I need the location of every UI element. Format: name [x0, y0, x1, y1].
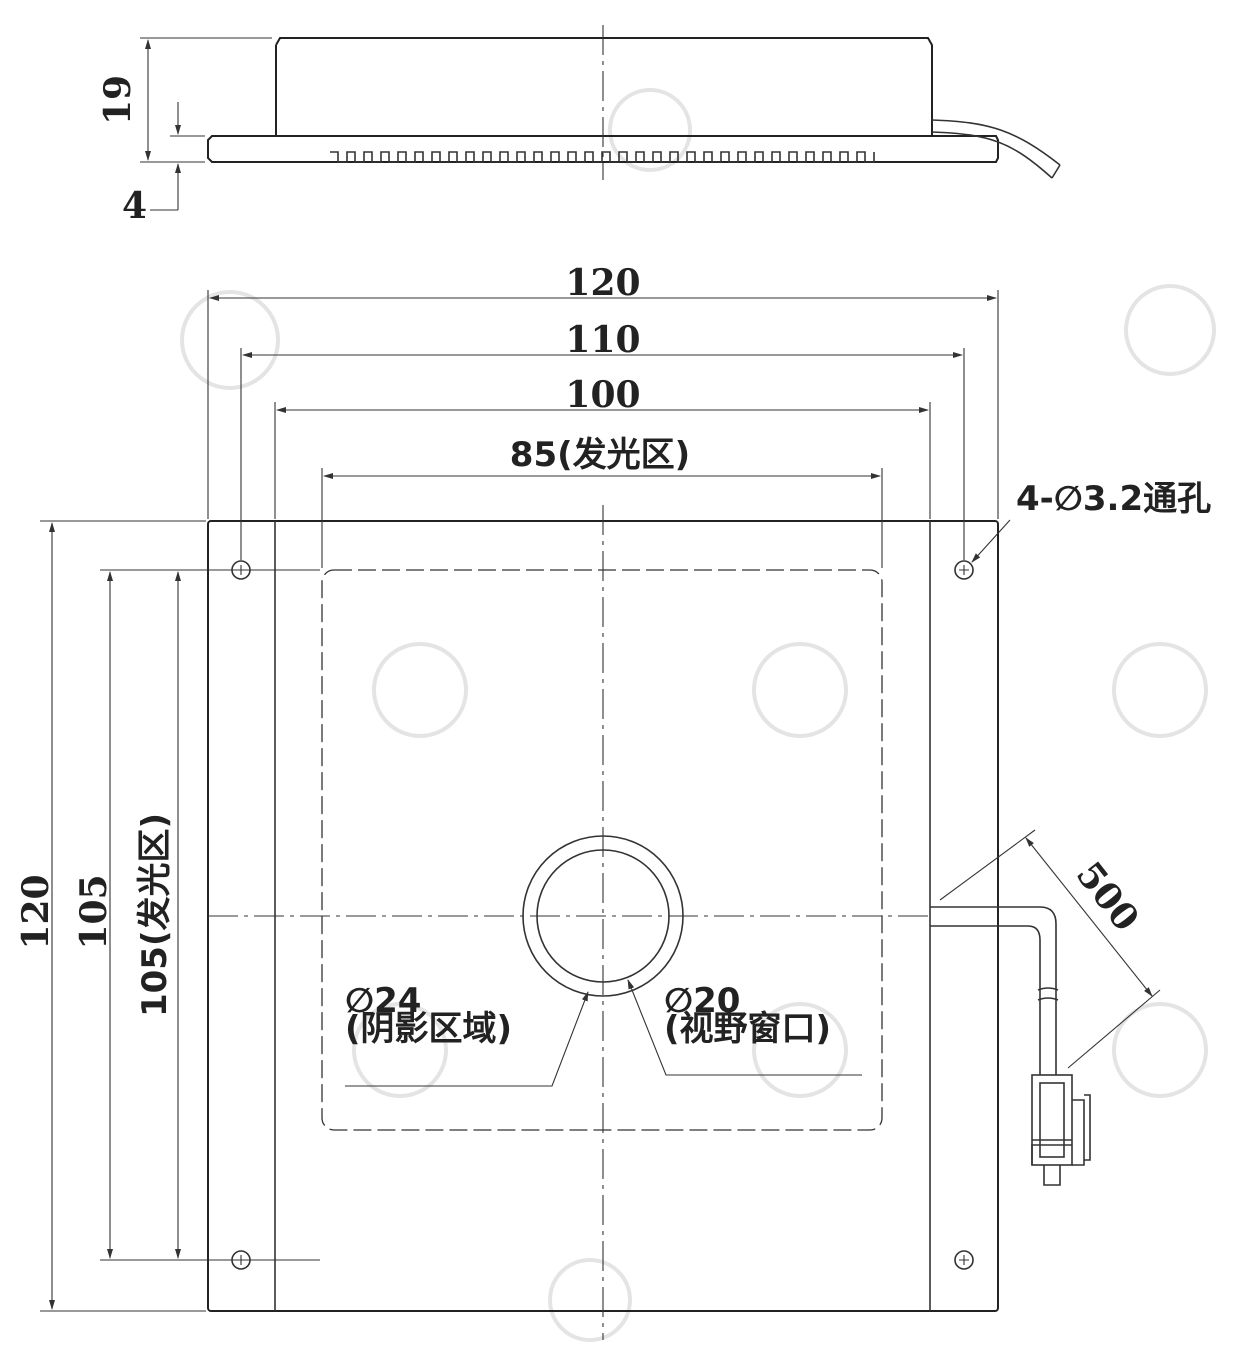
dim-width-body: 100: [565, 374, 640, 416]
shadow-area-label: (阴影区域): [345, 1009, 512, 1049]
top-view: 120 110 100 85(发光区) 120 105 105: [15, 262, 1211, 1340]
shadow-circle: [522, 835, 684, 997]
side-flange-label: 4: [122, 185, 147, 227]
side-cable: [931, 119, 1061, 179]
hole-label: 4-∅3.2通孔: [1016, 479, 1211, 519]
side-view: 19 4: [97, 25, 1061, 227]
shadow-callout: ∅24 (阴影区域): [345, 981, 589, 1087]
cable-length-dim: 500: [939, 829, 1161, 1069]
horizontal-dimensions: 120 110 100 85(发光区): [207, 262, 999, 568]
dim-width-outer: 120: [565, 262, 640, 304]
dim-height-outer: 120: [15, 874, 57, 949]
shadow-diameter-label: ∅24: [345, 981, 421, 1021]
hole-callout: 4-∅3.2通孔: [971, 479, 1211, 563]
side-teeth: [330, 151, 875, 163]
side-height-label: 19: [97, 75, 139, 125]
side-flange: [207, 135, 999, 163]
dim-height-emit: 105(发光区): [135, 813, 175, 1017]
cable-length-label: 500: [1068, 854, 1147, 939]
dim-width-emit: 85(发光区): [510, 435, 690, 475]
emitting-area: [321, 569, 883, 1131]
connector-body: [1031, 1074, 1073, 1166]
window-callout: ∅20 (视野窗口): [627, 979, 862, 1076]
window-circle: [536, 849, 670, 983]
dim-width-hole-pitch: 110: [565, 319, 640, 361]
vertical-dimensions: 120 105 105(发光区): [15, 520, 320, 1312]
window-diameter-label: ∅20: [664, 981, 740, 1021]
watermark: [180, 88, 1216, 1342]
side-housing: [275, 37, 933, 135]
hole-bottom-right: [954, 1250, 974, 1270]
window-area-label: (视野窗口): [664, 1009, 831, 1049]
dim-height-pitch: 105: [73, 874, 115, 949]
hole-top-right: [954, 560, 974, 580]
cable: [930, 906, 1091, 1186]
